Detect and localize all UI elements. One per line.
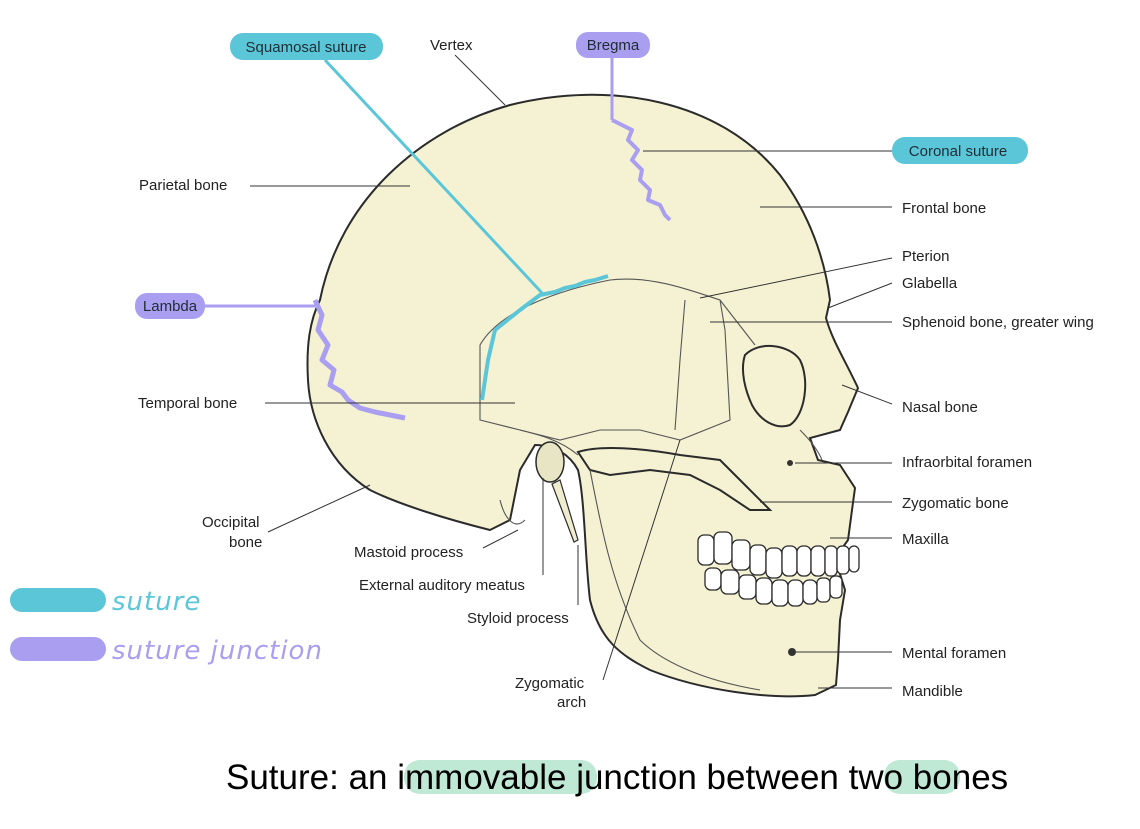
legend-swatch-suture-junction [10, 637, 106, 661]
label-external-auditory-meatus: External auditory meatus [359, 577, 525, 594]
label-temporal-bone: Temporal bone [138, 395, 237, 412]
caption-highlight-immovable: immovable [397, 758, 566, 797]
teeth [697, 531, 860, 607]
label-parietal-bone: Parietal bone [139, 177, 227, 194]
leader-lines [205, 54, 893, 689]
callout-squamosal: Squamosal suture [230, 33, 383, 60]
label-glabella: Glabella [902, 275, 958, 292]
zygomatic-arch-shape [576, 447, 773, 511]
label-coronal-suture: Coronal suture [909, 143, 1007, 160]
caption: Suture: an immovable junction between tw… [226, 758, 1008, 797]
legend-label-suture: suture [112, 587, 201, 617]
legend-label-suture-junction: suture junction [112, 636, 323, 666]
mental-foramen-shape [788, 648, 796, 656]
lambdoid-suture-line [312, 298, 406, 421]
external-auditory-meatus-shape [535, 441, 565, 483]
highlight-two [884, 760, 960, 794]
label-mastoid-process: Mastoid process [354, 544, 463, 561]
label-vertex: Vertex [430, 37, 473, 54]
legend-item-suture-junction: suture junction [10, 636, 323, 666]
caption-highlight-two: two [849, 758, 903, 797]
label-zygomatic-arch-line1: Zygomatic [515, 675, 585, 692]
label-infraorbital-foramen: Infraorbital foramen [902, 454, 1032, 471]
label-zygomatic-bone: Zygomatic bone [902, 495, 1009, 512]
label-frontal-bone: Frontal bone [902, 200, 986, 217]
label-styloid-process: Styloid process [467, 610, 569, 627]
label-occipital-bone-line1: Occipital [202, 514, 260, 531]
label-nasal-bone: Nasal bone [902, 399, 978, 416]
callout-bregma: Bregma [576, 32, 650, 58]
coronal-suture-line [611, 118, 672, 222]
label-maxilla: Maxilla [902, 531, 949, 548]
caption-text: Suture: an immovable junction between tw… [226, 758, 1008, 797]
label-bregma: Bregma [587, 37, 640, 54]
caption-part1: Suture: an [226, 758, 397, 797]
mastoid-process-shape [499, 499, 526, 525]
legend: suture suture junction [10, 587, 323, 666]
label-pterion: Pterion [902, 248, 950, 265]
label-lambda: Lambda [143, 298, 198, 315]
label-mandible: Mandible [902, 683, 963, 700]
label-zygomatic-arch-line2: arch [557, 694, 586, 711]
caption-part2: junction between [566, 758, 848, 797]
labels: Vertex Parietal bone Frontal bone Pterio… [138, 37, 1094, 711]
infraorbital-foramen-shape [787, 460, 793, 466]
callout-coronal: Coronal suture [892, 137, 1028, 164]
legend-swatch-suture [10, 588, 106, 612]
styloid-process-shape [551, 479, 579, 543]
skull-illustration [306, 93, 860, 698]
caption-part3: bones [903, 758, 1008, 797]
orbit [742, 344, 807, 428]
squamosal-suture-line [480, 274, 609, 401]
highlight-immovable [404, 760, 597, 794]
legend-item-suture: suture [10, 587, 201, 617]
label-occipital-bone-line2: bone [229, 534, 262, 551]
callout-lambda: Lambda [135, 293, 205, 319]
label-squamosal-suture: Squamosal suture [246, 39, 367, 56]
label-sphenoid-bone: Sphenoid bone, greater wing [902, 314, 1094, 331]
label-mental-foramen: Mental foramen [902, 645, 1006, 662]
